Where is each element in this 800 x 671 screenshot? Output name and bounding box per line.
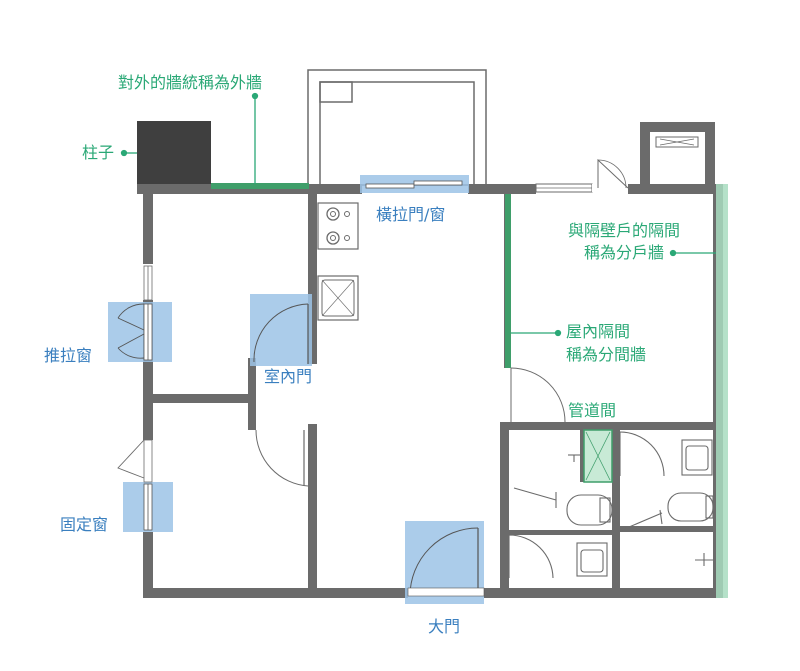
casement-window — [108, 265, 172, 362]
label-partition-line2: 稱為分間牆 — [566, 345, 647, 364]
kitchen-sink — [317, 275, 359, 321]
column — [137, 121, 211, 194]
partition-highlight — [505, 194, 511, 368]
sliding-door-window — [360, 175, 469, 193]
label-casement-window: 推拉窗 — [44, 346, 93, 365]
label-sliding-door-window: 橫拉門/窗 — [376, 205, 446, 224]
label-exterior-wall: 對外的牆統稱為外牆 — [118, 73, 263, 92]
annotation-leaders — [120, 92, 716, 337]
exterior-wall-highlight — [211, 183, 309, 189]
label-partition-line1: 屋內隔間 — [566, 322, 631, 341]
label-shaft: 管道間 — [568, 401, 617, 420]
interior-door — [250, 294, 312, 366]
bedroom-door — [255, 429, 309, 487]
label-column: 柱子 — [82, 143, 115, 162]
label-party-wall-line2: 稱為分戶牆 — [584, 243, 665, 262]
label-interior-door: 室內門 — [264, 367, 313, 386]
shaft — [583, 429, 613, 483]
label-party-wall-line1: 與隔壁戶的隔間 — [568, 221, 681, 240]
label-fixed-window: 固定窗 — [60, 515, 109, 534]
party-wall-highlight — [716, 184, 728, 598]
balcony-window — [535, 158, 629, 193]
bathroom-fixtures — [508, 431, 714, 579]
main-door — [405, 521, 485, 604]
fixed-window — [117, 439, 173, 532]
stove — [317, 202, 359, 250]
balcony — [307, 69, 487, 186]
shaft-door — [510, 367, 566, 423]
top-right-box — [640, 122, 715, 186]
label-main-door: 大門 — [428, 617, 461, 636]
